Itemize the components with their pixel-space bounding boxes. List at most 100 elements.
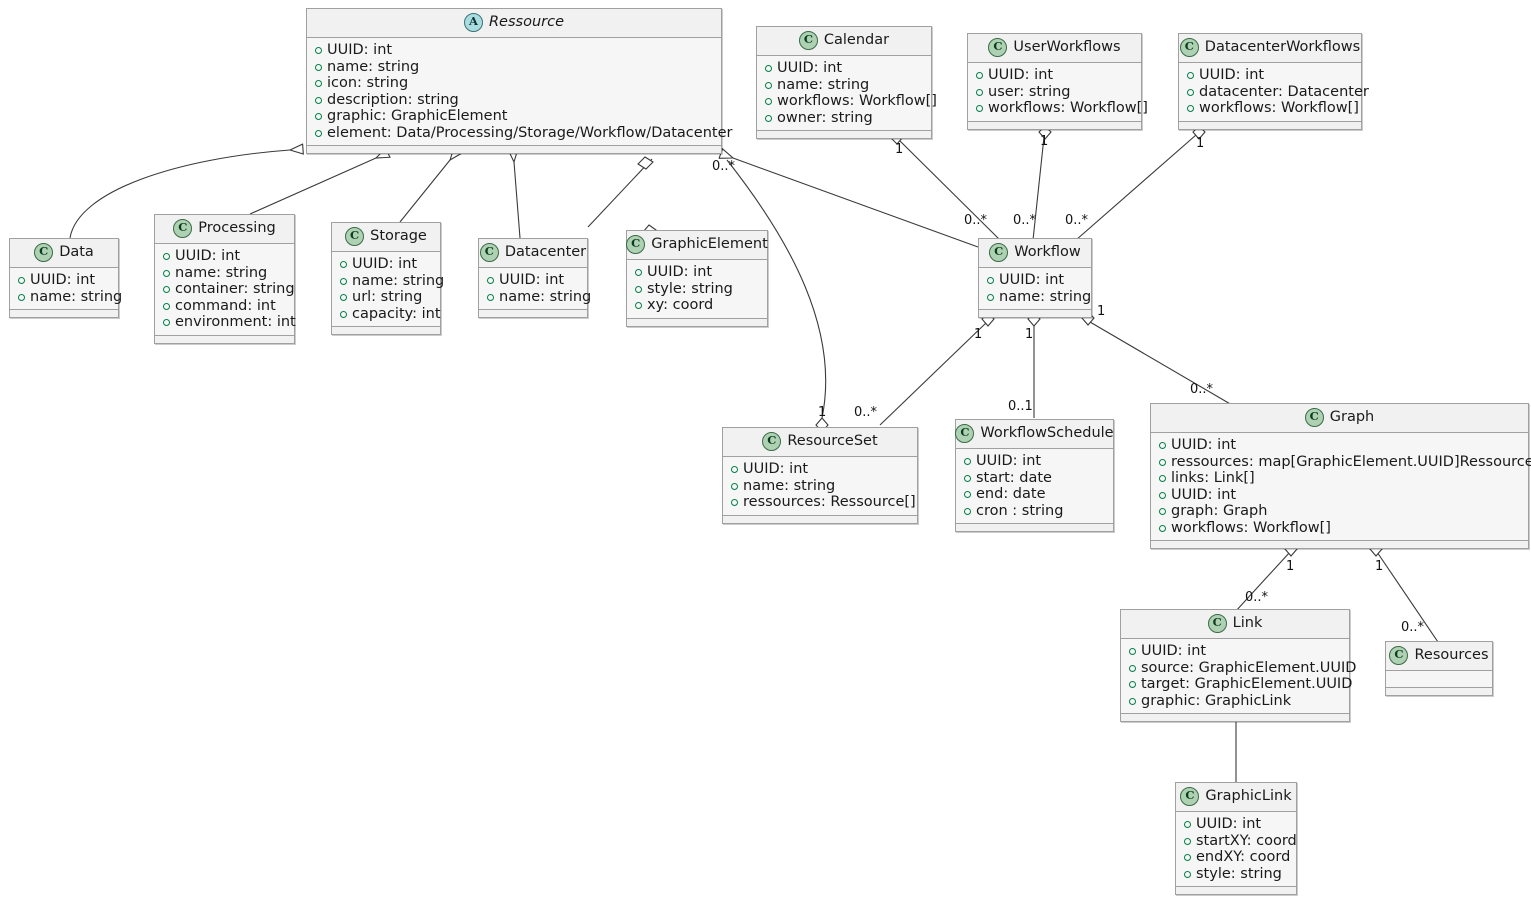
class-methods-calendar bbox=[757, 130, 931, 138]
edge-workflow-resourceset bbox=[879, 321, 988, 426]
edge-ressource-graphicelement bbox=[587, 158, 653, 228]
visibility-public-icon bbox=[635, 269, 642, 277]
cardinality-label-c-graph-link-1: 1 bbox=[1286, 559, 1295, 574]
class-icon: C bbox=[762, 432, 782, 451]
visibility-public-icon bbox=[976, 105, 983, 113]
attribute-row: UUID: int bbox=[765, 60, 925, 77]
attribute-label: UUID: int bbox=[1171, 437, 1237, 453]
cardinality-label-c-workflow-graph-1: 1 bbox=[1097, 304, 1106, 319]
edge-storage-ressource bbox=[399, 160, 450, 223]
visibility-public-icon bbox=[987, 293, 994, 301]
visibility-public-icon bbox=[765, 114, 772, 122]
class-icon: C bbox=[345, 227, 365, 246]
visibility-public-icon bbox=[1187, 105, 1194, 113]
class-title-ressource: Ressource bbox=[488, 14, 565, 31]
visibility-public-icon bbox=[1159, 491, 1166, 499]
attribute-row: UUID: int bbox=[315, 42, 715, 59]
attribute-row: workflows: Workflow[] bbox=[1187, 100, 1359, 117]
attribute-row: workflows: Workflow[] bbox=[1159, 520, 1522, 537]
attribute-label: end: date bbox=[976, 486, 1046, 502]
cardinality-label-c-ressource-graphicelement: 0..* bbox=[712, 159, 736, 174]
attribute-row: UUID: int bbox=[487, 272, 581, 289]
attribute-row: style: string bbox=[1184, 866, 1290, 883]
attribute-label: container: string bbox=[175, 281, 295, 297]
class-methods-data bbox=[10, 309, 118, 317]
edge-datacenter-ressource bbox=[514, 162, 521, 239]
edge-workflow-ressource bbox=[733, 158, 979, 248]
class-title-calendar: Calendar bbox=[823, 32, 890, 49]
cardinality-label-c-resourceset-workflow: 0..* bbox=[854, 405, 878, 420]
class-methods-workflow bbox=[979, 309, 1091, 317]
visibility-public-icon bbox=[1184, 821, 1191, 829]
visibility-public-icon bbox=[163, 286, 170, 294]
visibility-public-icon bbox=[1159, 524, 1166, 532]
attribute-label: target: GraphicElement.UUID bbox=[1141, 676, 1353, 692]
attribute-label: environment: int bbox=[175, 314, 296, 330]
class-title-link: Link bbox=[1232, 615, 1263, 632]
attribute-row: endXY: coord bbox=[1184, 849, 1290, 866]
attribute-row: name: string bbox=[765, 77, 925, 94]
class-icon: C bbox=[1207, 614, 1227, 633]
visibility-public-icon bbox=[635, 285, 642, 293]
visibility-public-icon bbox=[1129, 681, 1136, 689]
attribute-label: ressources: map[GraphicElement.UUID]Ress… bbox=[1171, 453, 1531, 470]
edge-processing-ressource bbox=[249, 158, 376, 215]
class-methods-storage bbox=[332, 326, 440, 334]
cardinality-label-c-resourceset-ressource-1: 1 bbox=[818, 405, 827, 420]
attribute-label: graphic: GraphicElement bbox=[327, 108, 508, 124]
visibility-public-icon bbox=[340, 277, 347, 285]
visibility-public-icon bbox=[731, 499, 738, 507]
class-header-link: C Link bbox=[1121, 610, 1349, 638]
cardinality-label-c-userworkflows-1: 1 bbox=[1040, 134, 1049, 149]
attribute-label: element: Data/Processing/Storage/Workflo… bbox=[327, 124, 733, 141]
attribute-row: UUID: int bbox=[1159, 437, 1522, 454]
class-icon: C bbox=[1304, 408, 1324, 427]
visibility-public-icon bbox=[1129, 697, 1136, 705]
visibility-public-icon bbox=[340, 261, 347, 269]
cardinality-label-c-graph-workflow: 0..* bbox=[1190, 382, 1214, 397]
attribute-row: capacity: int bbox=[340, 306, 441, 323]
class-attributes-resources bbox=[1386, 670, 1492, 687]
attribute-label: graphic: GraphicLink bbox=[1141, 692, 1292, 709]
class-icon: C bbox=[1389, 646, 1409, 665]
attribute-label: startXY: coord bbox=[1196, 832, 1297, 849]
visibility-public-icon bbox=[1187, 88, 1194, 96]
visibility-public-icon bbox=[1129, 664, 1136, 672]
attribute-label: name: string bbox=[30, 288, 123, 305]
visibility-public-icon bbox=[635, 302, 642, 310]
class-icon: C bbox=[989, 243, 1009, 262]
attribute-label: UUID: int bbox=[1141, 643, 1207, 659]
attribute-label: UUID: int bbox=[1196, 816, 1262, 832]
attribute-row: command: int bbox=[163, 298, 288, 315]
attribute-label: command: int bbox=[175, 297, 276, 314]
attribute-label: UUID: int bbox=[30, 272, 96, 288]
attribute-row: name: string bbox=[987, 289, 1091, 306]
attribute-label: owner: string bbox=[777, 109, 873, 126]
attribute-row: graphic: GraphicElement bbox=[315, 108, 715, 125]
class-icon: C bbox=[173, 219, 193, 238]
visibility-public-icon bbox=[765, 81, 772, 89]
